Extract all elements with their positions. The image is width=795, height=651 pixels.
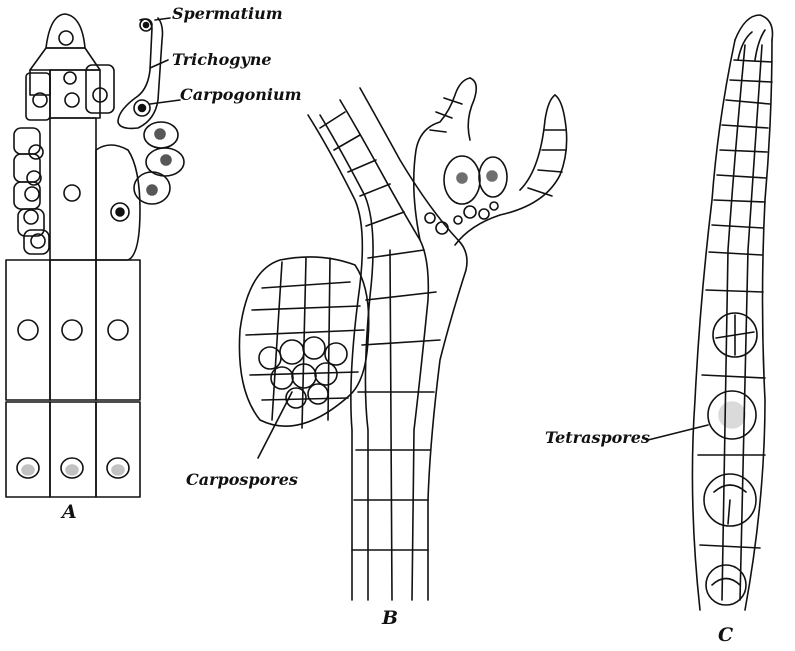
label-carpospores: Carpospores bbox=[186, 472, 298, 488]
panel-c-drawing bbox=[648, 15, 773, 610]
panel-label-b: B bbox=[382, 609, 398, 628]
label-spermatium: Spermatium bbox=[172, 6, 283, 22]
panel-b-drawing bbox=[239, 78, 566, 600]
label-tetraspores: Tetraspores bbox=[545, 430, 650, 446]
label-carpogonium: Carpogonium bbox=[180, 87, 302, 103]
panel-label-a: A bbox=[62, 503, 77, 522]
panel-a-drawing bbox=[6, 14, 184, 497]
panel-label-c: C bbox=[718, 626, 733, 645]
label-trichogyne: Trichogyne bbox=[172, 52, 272, 68]
